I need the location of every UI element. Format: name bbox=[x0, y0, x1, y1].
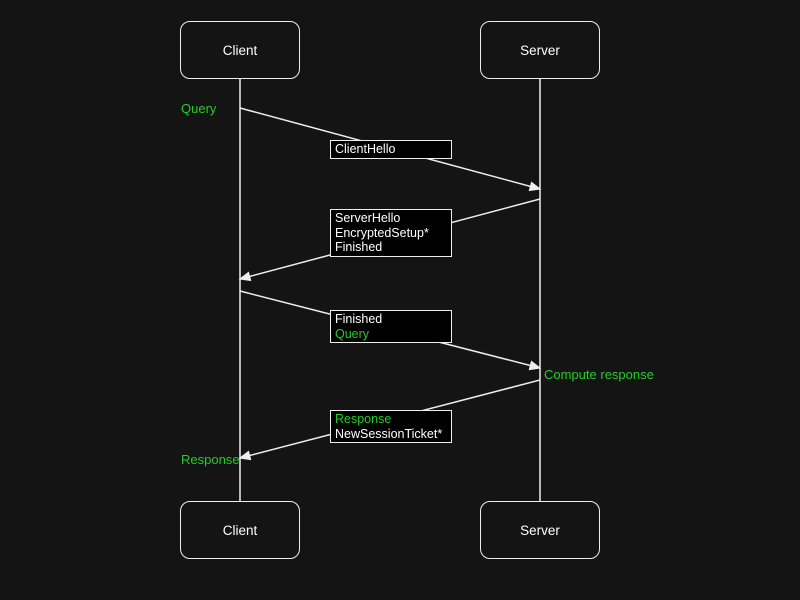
actor-box-client-top: Client bbox=[180, 21, 300, 79]
message-text: Finished bbox=[335, 240, 383, 254]
actor-box-client-bottom: Client bbox=[180, 501, 300, 559]
message-label-response-ticket: Response NewSessionTicket* bbox=[330, 410, 452, 443]
message-label-serverhello: ServerHello EncryptedSetup* Finished bbox=[330, 209, 452, 257]
annotation-response: Response bbox=[181, 452, 240, 467]
message-text: ClientHello bbox=[335, 142, 396, 156]
message-label-clienthello: ClientHello bbox=[330, 140, 452, 159]
actor-label-server-top: Server bbox=[520, 42, 560, 58]
actor-box-server-top: Server bbox=[480, 21, 600, 79]
annotation-compute-response: Compute response bbox=[544, 367, 654, 382]
actor-label-server-bottom: Server bbox=[520, 522, 560, 538]
message-text: NewSessionTicket* bbox=[335, 426, 443, 441]
message-text: Response bbox=[335, 412, 392, 426]
annotation-query: Query bbox=[181, 101, 217, 116]
message-text: ServerHello bbox=[335, 211, 401, 225]
actor-label-client-bottom: Client bbox=[222, 522, 258, 538]
actor-box-server-bottom: Server bbox=[480, 501, 600, 559]
message-text: Finished bbox=[335, 312, 383, 326]
message-text: EncryptedSetup* bbox=[335, 225, 429, 240]
actor-label-client-top: Client bbox=[222, 42, 258, 58]
message-label-finished-query: Finished Query bbox=[330, 310, 452, 343]
message-text: Query bbox=[335, 326, 370, 341]
